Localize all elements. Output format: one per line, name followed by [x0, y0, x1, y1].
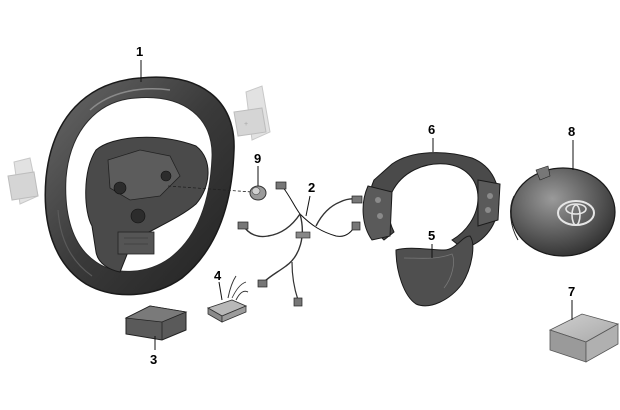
callout-4: 4	[214, 268, 222, 283]
paddle-shifter-right: +	[233, 85, 271, 141]
callout-3: 3	[150, 352, 157, 367]
sensor-bracket[interactable]	[206, 275, 249, 323]
package-box[interactable]	[548, 313, 620, 363]
paddle-shifter-left	[7, 157, 39, 205]
callout-8: 8	[568, 124, 575, 139]
lower-trim-cover[interactable]	[395, 235, 474, 307]
callout-5: 5	[428, 228, 435, 243]
callout-7: 7	[568, 284, 575, 299]
horn-contact-plug[interactable]	[249, 185, 267, 201]
svg-text:+: +	[244, 121, 248, 128]
toyota-logo	[557, 200, 595, 226]
switch-cover-ring[interactable]	[362, 152, 501, 249]
callout-1: 1	[136, 44, 143, 59]
callout-2: 2	[308, 180, 315, 195]
steering-wheel[interactable]	[44, 76, 253, 296]
callout-labels: 1 2 3 4 5 6 7 8 9	[136, 44, 575, 367]
callout-9: 9	[254, 151, 261, 166]
control-module[interactable]	[124, 305, 188, 341]
wiring-harness[interactable]	[237, 181, 363, 307]
airbag-module[interactable]	[510, 165, 616, 257]
leader-lines	[140, 60, 574, 350]
callout-6: 6	[428, 122, 435, 137]
